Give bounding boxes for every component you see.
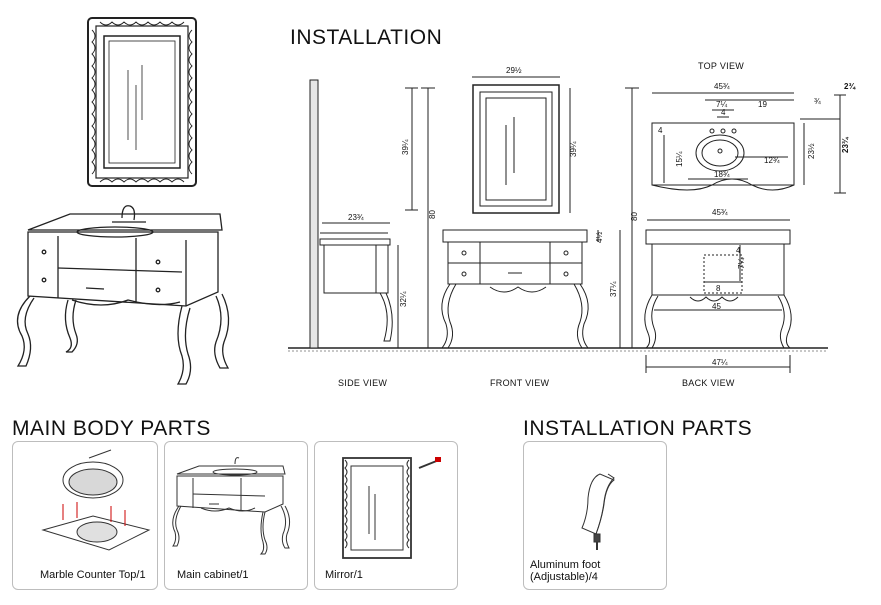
side-cabinet-h-dim: 32¼ xyxy=(399,291,408,307)
front-mirror-w-dim: 29½ xyxy=(506,66,522,75)
top-basin-12-dim: 12¾ xyxy=(764,156,780,165)
side-total-h-dim: 80 xyxy=(428,210,437,219)
installation-title: INSTALLATION xyxy=(290,26,443,49)
cabinet-label: Main cabinet/1 xyxy=(177,569,249,581)
back-view-label: BACK VIEW xyxy=(682,378,735,388)
back-dim-7: 7¼ xyxy=(737,258,746,269)
front-view-drawing xyxy=(440,76,639,349)
top-left-15-dim: 15¼ xyxy=(675,151,684,167)
top-basin-18-dim: 18¾ xyxy=(714,170,730,179)
front-view-label: FRONT VIEW xyxy=(490,378,550,388)
top-tap-b-dim: 4 xyxy=(721,108,726,117)
side-depth-dim: 23¾ xyxy=(348,213,364,222)
product-illustration xyxy=(16,17,230,385)
part-card-countertop: Marble Counter Top/1 xyxy=(12,441,158,590)
back-inner-w-dim: 45 xyxy=(712,302,721,311)
top-depth-right-dim: 23½ xyxy=(807,143,816,159)
side-mirror-h-dim: 39¼ xyxy=(401,139,410,155)
top-view-label: TOP VIEW xyxy=(698,61,744,71)
installation-drawings: 39¼ 80 23¾ 32¼ 29½ 39¼ 4½ 37¼ 80 45¾ 19 … xyxy=(288,61,856,388)
front-total-h-dim: 80 xyxy=(630,212,639,221)
back-dim-8: 8 xyxy=(716,284,721,293)
vanity-cabinet xyxy=(16,205,230,385)
ornate-mirror xyxy=(87,17,197,187)
front-mirror-h-dim: 39¼ xyxy=(569,141,578,157)
top-depth-total-dim: 23¾ xyxy=(841,136,850,153)
back-dim-4: 4 xyxy=(736,246,741,255)
top-left-4-dim: 4 xyxy=(658,126,663,135)
main-body-parts-title: MAIN BODY PARTS xyxy=(12,417,211,440)
part-card-cabinet: Main cabinet/1 xyxy=(164,441,308,590)
part-card-aluminum-foot: Aluminum foot (Adjustable)/4 xyxy=(523,441,667,590)
back-view-drawing xyxy=(644,219,792,373)
back-top-w-dim: 45¾ xyxy=(712,208,728,217)
top-tap-a-dim: 7¼ xyxy=(716,100,727,109)
top-right-offset-dim: 19 xyxy=(758,100,767,109)
installation-parts-title: INSTALLATION PARTS xyxy=(523,417,753,440)
countertop-illustration xyxy=(41,449,151,551)
mirror-illustration xyxy=(342,457,441,559)
aluminum-foot-label-line2: (Adjustable)/4 xyxy=(530,571,598,583)
aluminum-foot-illustration xyxy=(581,473,615,550)
top-edge-a-dim: ¾ xyxy=(814,97,821,106)
top-view-drawing xyxy=(651,92,846,194)
countertop-label: Marble Counter Top/1 xyxy=(40,569,146,581)
front-cabinet-h-dim: 37¼ xyxy=(609,281,618,297)
front-top-h-dim: 4½ xyxy=(595,232,604,243)
aluminum-foot-label: Aluminum foot (Adjustable)/4 xyxy=(530,559,600,583)
mirror-label: Mirror/1 xyxy=(325,569,363,581)
back-base-w-dim: 47¼ xyxy=(712,358,728,367)
side-view-label: SIDE VIEW xyxy=(338,378,387,388)
aluminum-foot-label-line1: Aluminum foot xyxy=(530,559,601,571)
top-edge-b-dim: 2¾ xyxy=(844,82,856,91)
cabinet-illustration xyxy=(172,457,291,555)
top-width-dim: 45¾ xyxy=(714,82,730,91)
side-view-drawing xyxy=(309,79,435,349)
part-card-mirror: Mirror/1 xyxy=(314,441,458,590)
